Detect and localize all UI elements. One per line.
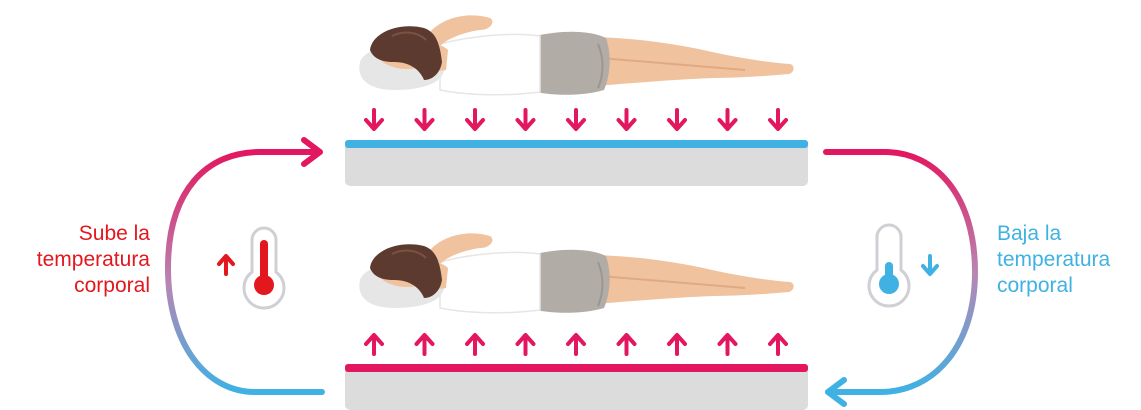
mattress-bottom bbox=[345, 364, 808, 410]
sleeping-person-bottom bbox=[359, 233, 793, 312]
sleeping-person-top bbox=[359, 15, 793, 94]
arrow-down-icon bbox=[923, 256, 937, 274]
cycle-arrow-left bbox=[168, 140, 322, 392]
pressure-arrow-up-icon bbox=[417, 335, 433, 354]
pressure-arrow-down-icon bbox=[417, 110, 433, 129]
pressure-arrow-down-icon bbox=[366, 110, 382, 129]
pressure-arrow-down-icon bbox=[467, 110, 483, 129]
label-line: corporal bbox=[997, 273, 1137, 299]
pressure-arrow-up-icon bbox=[518, 335, 534, 354]
pressure-arrow-up-icon bbox=[720, 335, 736, 354]
arrow-up-icon bbox=[219, 256, 233, 274]
pressure-arrow-down-icon bbox=[669, 110, 685, 129]
mattress-top bbox=[345, 140, 808, 186]
bottom-stage bbox=[345, 233, 808, 410]
pressure-arrow-down-icon bbox=[770, 110, 786, 129]
label-temperature-drops: Baja la temperatura corporal bbox=[997, 221, 1137, 299]
pressure-arrow-up-icon bbox=[366, 335, 382, 354]
pressure-arrow-down-icon bbox=[720, 110, 736, 129]
label-line: Baja la bbox=[997, 221, 1137, 247]
pressure-arrow-up-icon bbox=[770, 335, 786, 354]
label-line: corporal bbox=[30, 273, 150, 299]
label-line: temperatura bbox=[997, 247, 1137, 273]
pressure-arrow-up-icon bbox=[568, 335, 584, 354]
pressure-arrow-down-icon bbox=[619, 110, 635, 129]
thermometer-cold-icon bbox=[869, 225, 909, 306]
label-line: Sube la bbox=[30, 221, 150, 247]
pressure-arrow-down-icon bbox=[568, 110, 584, 129]
pressure-arrow-up-icon bbox=[669, 335, 685, 354]
pressure-arrow-up-icon bbox=[619, 335, 635, 354]
thermometer-hot-icon bbox=[244, 228, 284, 308]
pressure-arrows-up bbox=[366, 335, 786, 354]
pressure-arrow-up-icon bbox=[467, 335, 483, 354]
pressure-arrows-down bbox=[366, 110, 786, 129]
top-stage bbox=[345, 15, 808, 186]
pressure-arrow-down-icon bbox=[518, 110, 534, 129]
label-line: temperatura bbox=[30, 247, 150, 273]
label-temperature-rises: Sube la temperatura corporal bbox=[30, 221, 150, 299]
